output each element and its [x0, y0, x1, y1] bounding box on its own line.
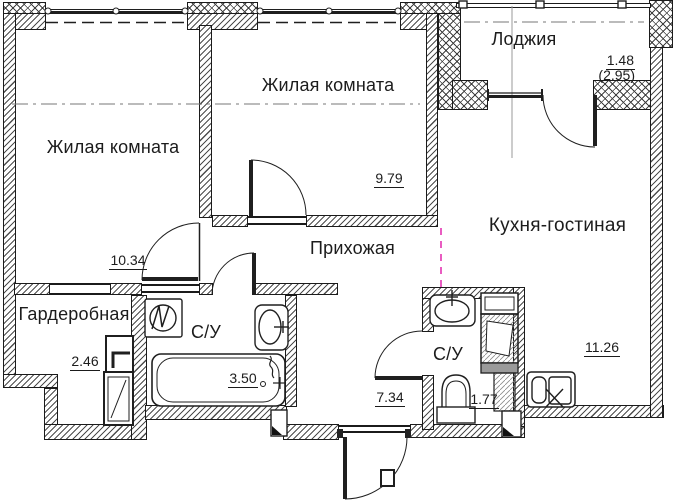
wardrobe-cased-opening [50, 283, 110, 295]
door-threshold-living2 [248, 216, 306, 225]
room-area-living-1: 10.34 [109, 252, 147, 270]
door-bathroom2 [374, 330, 423, 380]
entry-door-threshold [339, 425, 410, 433]
loggia-glazing-ticks [458, 0, 627, 9]
room-label-loggia: Лоджия [491, 29, 557, 49]
wall-bottom-right-of-entry [410, 424, 525, 438]
room-area-bathroom-2: 1.77 [469, 391, 499, 409]
room-area-loggia: 1.48 [605, 52, 635, 70]
kitchen-sink-icon [526, 371, 576, 408]
vent-shaft [480, 292, 522, 438]
room-label-hallway: Прихожая [309, 238, 395, 258]
wall-living-divider [199, 25, 212, 218]
door-living2 [249, 159, 307, 216]
window-living1 [44, 7, 189, 24]
wall-mid-horizontal-b [110, 283, 142, 295]
room-area-kitchen: 11.26 [584, 339, 620, 357]
room-label-living-1: Жилая комната [46, 137, 180, 157]
wall-loggia-sill-left [452, 80, 488, 110]
wall-mid-horizontal-d [255, 283, 338, 295]
room-label-bathroom-2: С/У [432, 344, 464, 364]
room-area-loggia-total: (2.95) [598, 67, 635, 83]
duct-box [270, 409, 288, 437]
washbasin-icon-bathroom2 [429, 290, 476, 327]
door-living1 [141, 222, 201, 281]
wall-bathroom2-left-lower [422, 375, 434, 430]
wall-mid-horizontal-a [14, 283, 50, 295]
room-label-kitchen: Кухня-гостиная [488, 215, 627, 236]
entry-door [337, 429, 411, 500]
wall-hall-top-a [212, 215, 248, 227]
wall-kitchen-right [650, 46, 663, 418]
washing-machine-icon [144, 298, 183, 338]
loggia-glazing [456, 3, 651, 8]
door-threshold-living1 [142, 284, 199, 293]
room-area-living-2: 9.79 [374, 170, 404, 188]
room-label-living-2: Жилая комната [261, 75, 395, 95]
room-label-bathroom-1: С/У [190, 322, 222, 342]
bathtub-icon [151, 353, 286, 407]
wall-bottom-mid [283, 424, 339, 440]
balcony-door [542, 94, 597, 148]
room-area-wardrobe: 2.46 [70, 353, 100, 371]
wall-bathroom1-left [131, 295, 147, 440]
room-area-hallway: 7.34 [375, 389, 405, 407]
wall-loggia-sill-right [593, 80, 651, 110]
wall-pier-corner-ne [649, 0, 673, 48]
wall-living2-right [426, 13, 438, 217]
wardrobe-shaft-cabinets [103, 335, 134, 426]
room-area-bathroom-1: 3.50 [228, 370, 258, 388]
window-kitchen-loggia [487, 89, 543, 101]
toilet-icon [436, 374, 476, 424]
washbasin-icon-bathroom1 [254, 304, 289, 351]
window-living2 [256, 7, 402, 24]
wall-kitchen-bottom [523, 405, 664, 418]
wall-left-jog-horizontal [3, 374, 58, 388]
door-bathroom1 [211, 252, 256, 296]
room-label-wardrobe: Гардеробная [18, 304, 130, 324]
wall-hall-top-b [306, 215, 438, 227]
